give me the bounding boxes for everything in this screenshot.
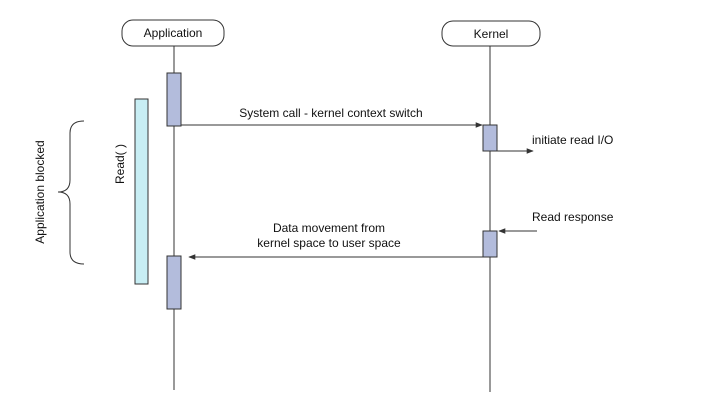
blocked-brace bbox=[57, 120, 85, 265]
read-response-label: Read response bbox=[532, 210, 614, 224]
read-block bbox=[134, 98, 149, 285]
initiate-read-label: initiate read I/O bbox=[532, 133, 613, 147]
brace-label: Application blocked bbox=[33, 140, 47, 243]
application-activation-bottom bbox=[166, 255, 182, 310]
application-participant: Application bbox=[121, 19, 225, 47]
data-movement-label-line1: Data movement from bbox=[273, 221, 385, 235]
kernel-title: Kernel bbox=[474, 27, 509, 41]
application-title: Application bbox=[144, 26, 203, 40]
kernel-activation-top bbox=[482, 124, 498, 152]
application-activation-top bbox=[166, 72, 182, 127]
data-movement-label-line2: kernel space to user space bbox=[257, 236, 401, 250]
system-call-label: System call - kernel context switch bbox=[239, 106, 422, 120]
kernel-participant: Kernel bbox=[441, 20, 541, 47]
read-label: Read( ) bbox=[113, 144, 127, 184]
kernel-activation-bottom bbox=[482, 230, 498, 258]
